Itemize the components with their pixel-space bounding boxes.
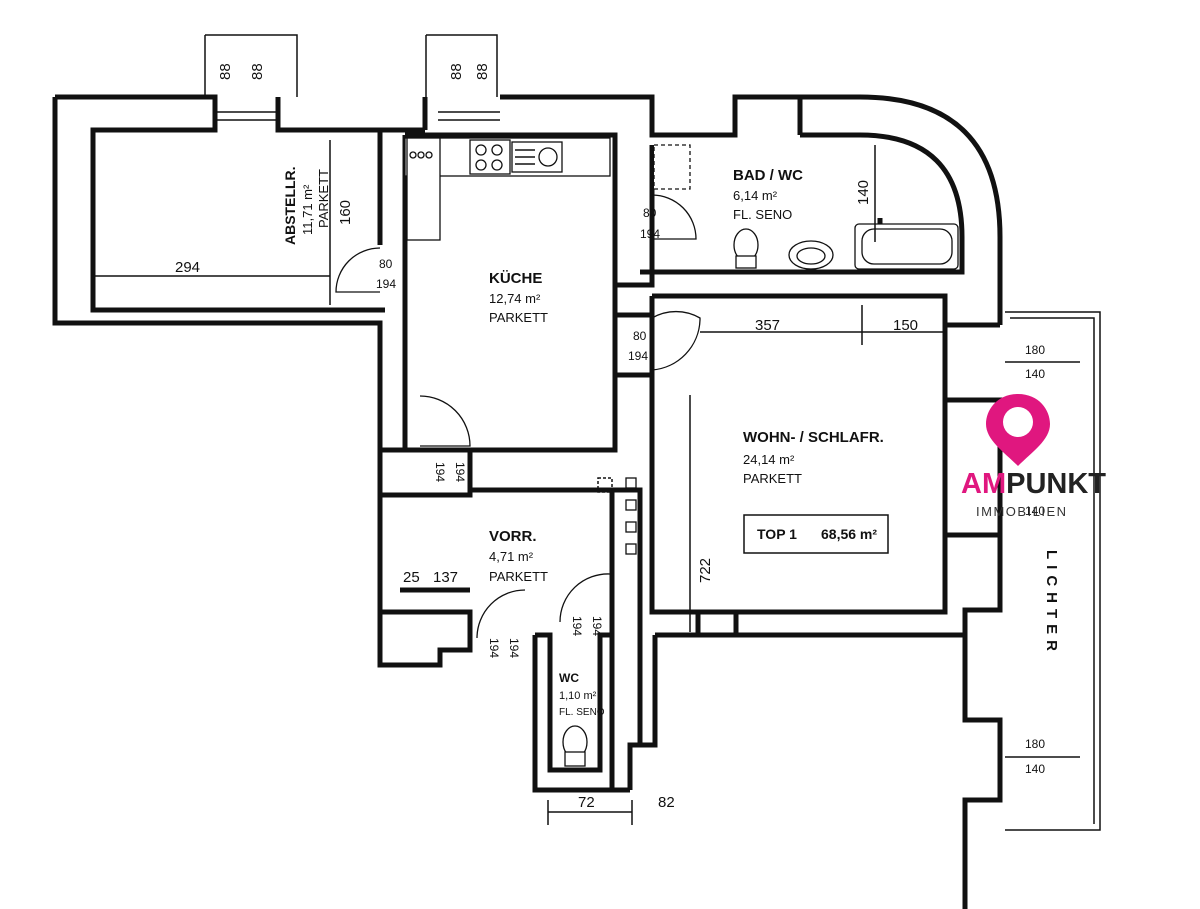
doors <box>335 194 701 639</box>
ampunkt-logo <box>956 390 1086 530</box>
fixtures <box>404 137 959 767</box>
dimension-lines <box>95 140 1101 831</box>
dim-door-wc-b: 194 <box>590 616 604 636</box>
room-kueche-floor: PARKETT <box>489 310 548 325</box>
washer-icon <box>653 144 691 190</box>
room-wc-floor: FL. SENO <box>559 707 605 718</box>
dim-vorr-b: 137 <box>433 569 458 586</box>
room-vorr-name: VORR. <box>489 528 537 545</box>
dim-win-right2-a: 180 <box>1025 737 1045 751</box>
room-wohn-area: 24,14 m² <box>743 452 795 467</box>
room-bad-floor: FL. SENO <box>733 207 792 222</box>
room-abstell-area: 11,71 m² <box>300 184 315 235</box>
dim-abstell-depth: 160 <box>337 200 354 225</box>
door-wohn-arc <box>651 319 701 371</box>
walls <box>52 34 1003 909</box>
dim-win-top2-a: 88 <box>448 63 465 80</box>
door-bad <box>651 194 697 240</box>
dim-door-abstell-h: 194 <box>376 277 396 291</box>
door-vorr <box>476 589 526 639</box>
dim-abstell-width: 294 <box>175 259 200 276</box>
room-wc-name: WC <box>559 671 579 685</box>
dim-door-wc-a: 194 <box>570 616 584 636</box>
stove-icon <box>469 139 511 175</box>
room-kueche-name: KÜCHE <box>489 270 542 287</box>
dimension-labels: 88 88 88 88 294 160 80 194 80 194 140 80… <box>175 63 1045 811</box>
dim-win-top1-a: 88 <box>217 63 234 80</box>
room-wc-area: 1,10 m² <box>559 690 597 702</box>
room-vorr-floor: PARKETT <box>489 569 548 584</box>
logo-brand-rest: PUNKT <box>1006 468 1106 500</box>
dim-door-vorr-b: 194 <box>507 638 521 658</box>
unit-box <box>743 514 889 554</box>
door-kueche <box>419 395 471 447</box>
dim-door-kueche-b: 194 <box>453 462 467 482</box>
dim-door-wohn-h: 194 <box>628 349 648 363</box>
room-abstell: ABSTELLR. 11,71 m² PARKETT <box>282 166 331 245</box>
dim-door-vorr-a: 194 <box>487 638 501 658</box>
dim-wohn-depth: 722 <box>697 558 714 583</box>
dim-wall-width: 82 <box>658 794 675 811</box>
dim-door-kueche-a: 194 <box>433 462 447 482</box>
dim-bad-depth: 140 <box>855 180 872 205</box>
courtyard-label: LICHTER <box>1043 550 1060 657</box>
dim-door-bad-w: 80 <box>643 206 657 220</box>
room-vorr-area: 4,71 m² <box>489 549 534 564</box>
dim-win-right1-a: 180 <box>1025 343 1045 357</box>
room-abstell-name: ABSTELLR. <box>282 166 298 245</box>
logo-brand-am: AM <box>961 468 1007 500</box>
room-bad-area: 6,14 m² <box>733 188 778 203</box>
dim-win-top1-b: 88 <box>249 63 266 80</box>
dim-obscured-140: 140 <box>1025 504 1045 518</box>
dim-wohn-width-b: 150 <box>893 317 918 334</box>
room-labels: ABSTELLR. 11,71 m² PARKETT KÜCHE 12,74 m… <box>282 166 889 718</box>
dim-win-top2-b: 88 <box>474 63 491 80</box>
door-wohn <box>651 311 701 320</box>
door-wc <box>559 573 611 623</box>
dim-wohn-width-a: 357 <box>755 317 780 334</box>
room-kueche-area: 12,74 m² <box>489 291 541 306</box>
room-wohn-name: WOHN- / SCHLAFR. <box>743 429 884 446</box>
dim-door-wohn-w: 80 <box>633 329 647 343</box>
location-pin-icon <box>986 394 1050 466</box>
room-abstell-floor: PARKETT <box>316 169 331 228</box>
dim-door-abstell-w: 80 <box>379 257 393 271</box>
unit-area: 68,56 m² <box>821 526 877 542</box>
dim-win-right2-b: 140 <box>1025 762 1045 776</box>
dim-wc-width: 72 <box>578 794 595 811</box>
unit-label: TOP 1 <box>757 526 797 542</box>
room-wohn-floor: PARKETT <box>743 471 802 486</box>
dim-door-bad-h: 194 <box>640 227 660 241</box>
room-bad-name: BAD / WC <box>733 167 803 184</box>
door-abstell <box>335 247 381 293</box>
logo-subtitle: IMMOBILIEN <box>976 504 1068 519</box>
dim-win-right1-b: 140 <box>1025 367 1045 381</box>
dim-vorr-a: 25 <box>403 569 420 586</box>
logo-brand: AMPUNKT <box>961 468 1106 501</box>
